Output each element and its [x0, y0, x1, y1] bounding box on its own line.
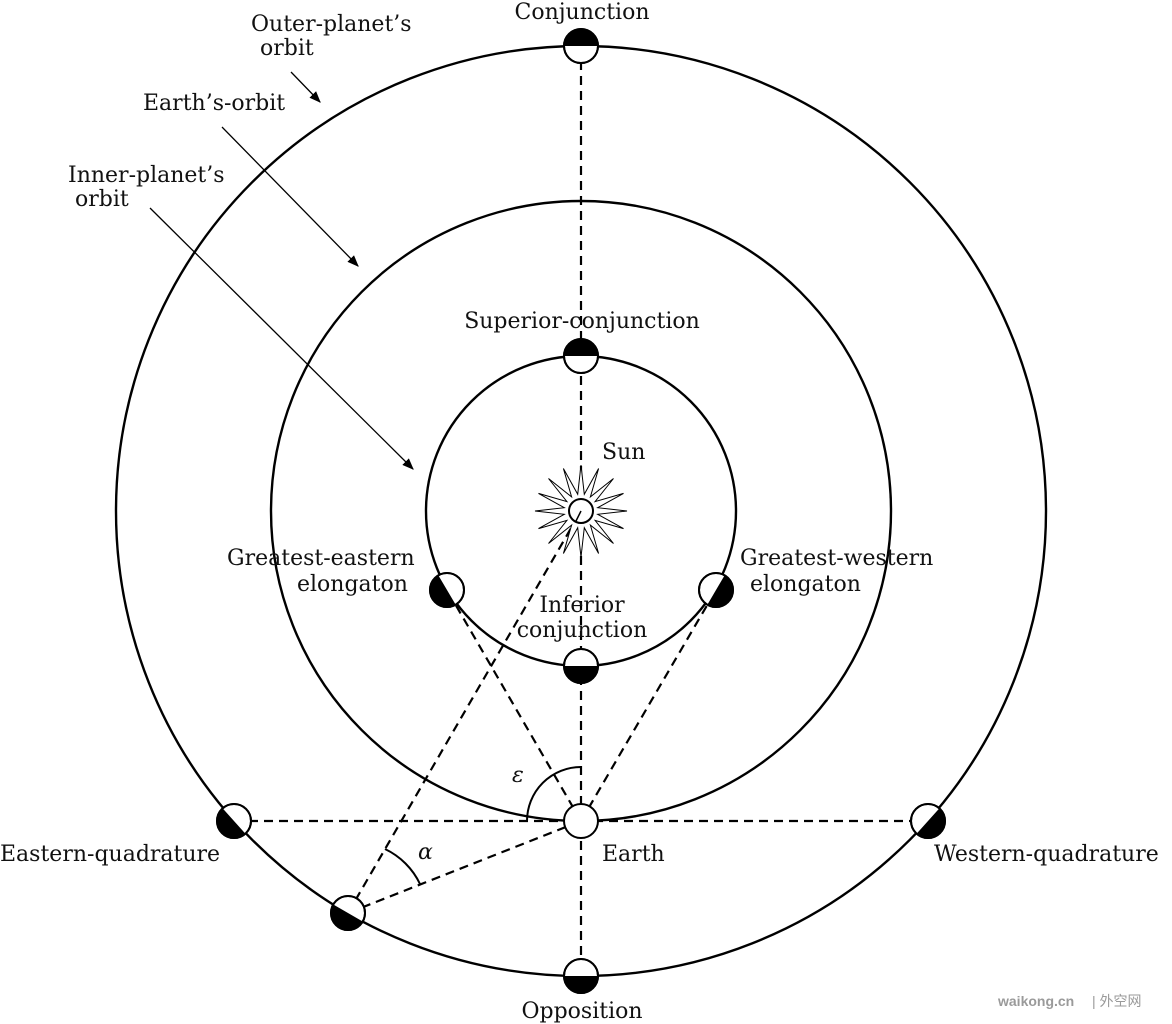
inner-orbit-label-line1: Inner-planet’s — [68, 163, 225, 188]
planet-positions — [216, 28, 946, 994]
western-quadrature-label: Western-quadrature — [934, 842, 1159, 867]
outer-orbit-arrow — [290, 71, 321, 103]
eastern-quadrature-label: Eastern-quadrature — [0, 842, 220, 867]
epsilon-angle-label: ε — [512, 763, 524, 788]
sun-label: Sun — [602, 440, 645, 465]
planet-greatest-western-elongation — [698, 572, 734, 608]
greatest-western-label-line1: Greatest-western — [740, 546, 933, 571]
earth-orbit-arrow — [221, 126, 359, 267]
alpha-angle-label: α — [418, 840, 433, 865]
planet-eastern-quadrature — [216, 803, 252, 839]
earth-marker — [563, 803, 599, 839]
planet-opposition — [563, 958, 599, 994]
planet-superior-conjunction — [563, 338, 599, 374]
conjunction-label: Conjunction — [514, 0, 649, 25]
epsilon-angle-arc — [526, 766, 582, 822]
sun-disc-tick — [575, 510, 582, 522]
sun-symbol — [534, 464, 628, 558]
planet-greatest-eastern-elongation — [429, 572, 465, 608]
earth-orbit-label: Earth’s-orbit — [143, 91, 285, 116]
planet-western-quadrature — [910, 803, 946, 839]
inferior-conjunction-label-line1: Inferior — [539, 593, 625, 618]
alpha-angle-arc — [384, 848, 421, 885]
outer-planet-to-sun-line — [347, 510, 582, 914]
pointer-arrows — [149, 71, 414, 470]
greatest-eastern-label-line1: Greatest-eastern — [227, 546, 415, 571]
superior-conjunction-label: Superior-conjunction — [464, 309, 700, 334]
earth-label: Earth — [602, 842, 665, 867]
watermark-site: waikong.cn — [997, 993, 1074, 1009]
greatest-western-label-line2: elongaton — [750, 572, 861, 597]
outer-planet-to-earth-line — [347, 819, 582, 915]
planet-conjunction — [563, 28, 599, 64]
inner-orbit-label-line2: orbit — [75, 187, 129, 212]
opposition-label: Opposition — [521, 999, 642, 1024]
planet-inferior-conjunction — [563, 648, 599, 684]
outer-orbit-label-line1: Outer-planet’s — [251, 12, 412, 37]
inferior-conjunction-label-line2: conjunction — [517, 618, 648, 643]
greatest-eastern-label-line2: elongaton — [297, 572, 408, 597]
planet-outer-position — [330, 895, 366, 931]
watermark-name: | 外空网 — [1092, 993, 1142, 1009]
outer-orbit-label-line2: orbit — [260, 36, 314, 61]
inner-orbit-arrow — [149, 207, 414, 470]
